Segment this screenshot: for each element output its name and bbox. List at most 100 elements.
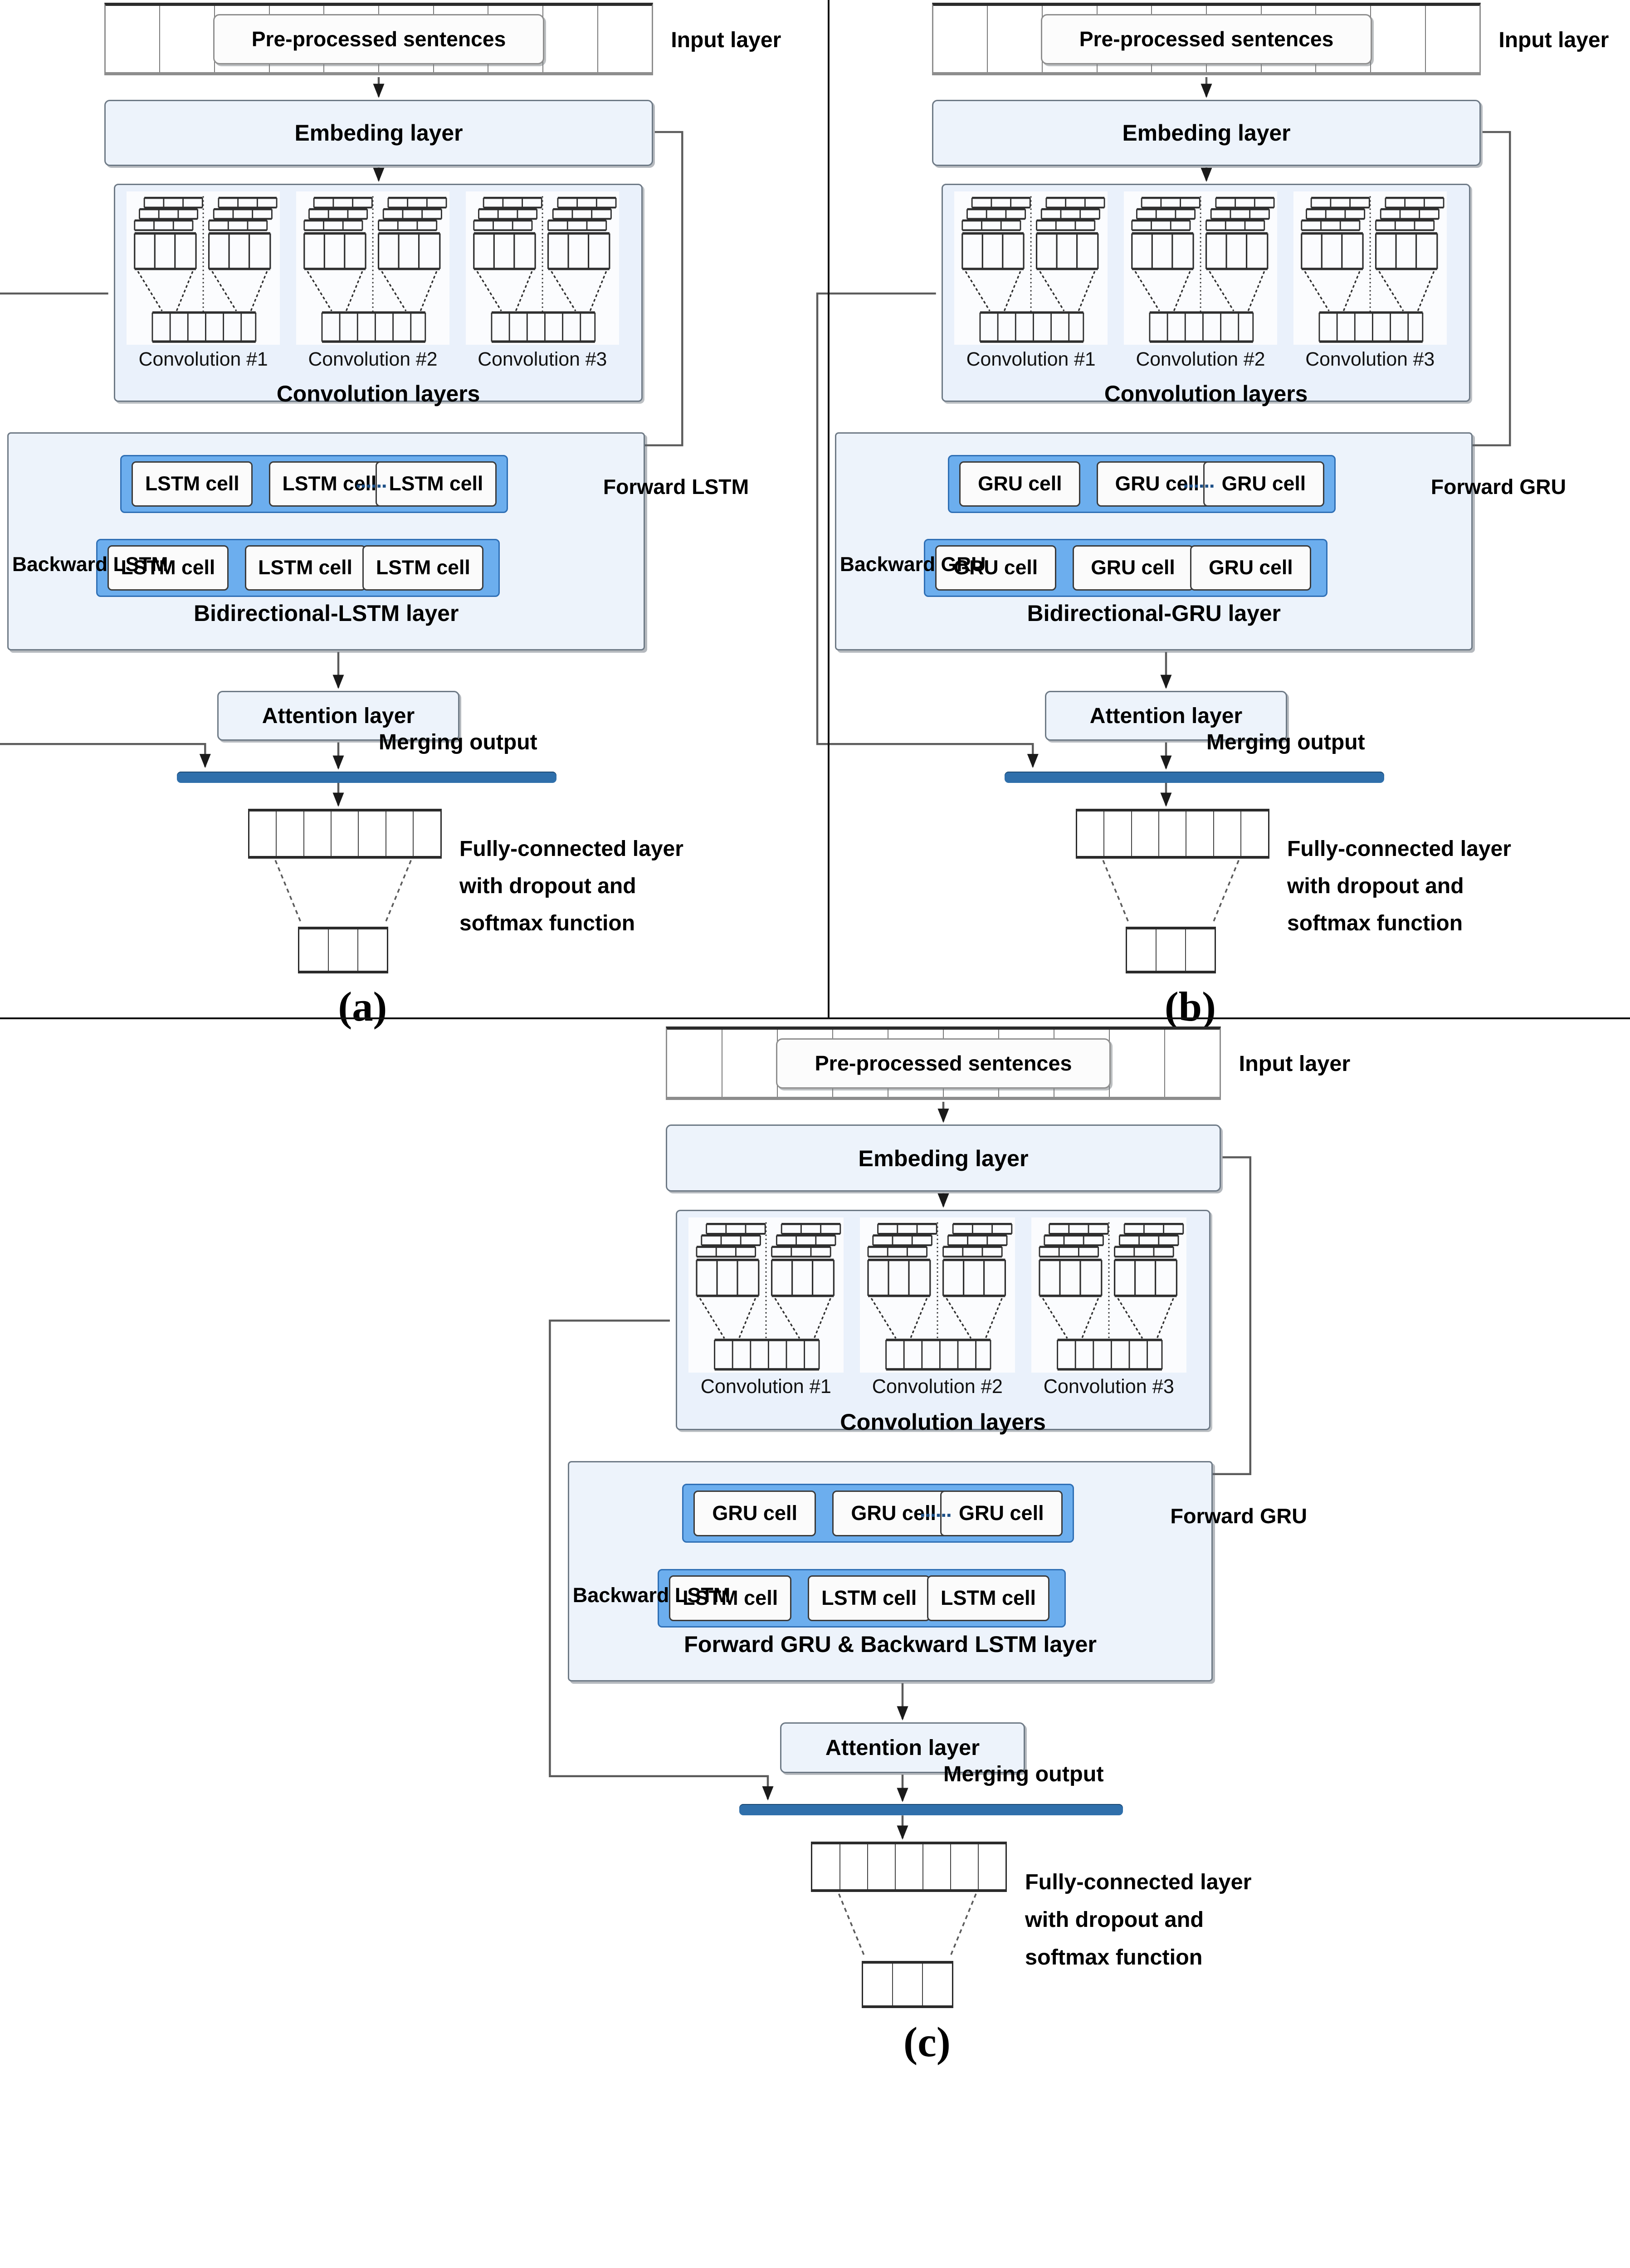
input-cell: [1165, 1030, 1220, 1097]
forward-direction-label: Forward LSTM: [603, 474, 749, 499]
fc-wide-cell: [1132, 811, 1159, 856]
fc-dashed-left: [1102, 860, 1130, 924]
fc-wide-cell: [1159, 811, 1187, 856]
fc-wide-row: [811, 1841, 1007, 1892]
backward-cell-3: LSTM cell: [927, 1575, 1049, 1621]
fc-narrow-cell: [923, 1964, 952, 2005]
fc-label-line-3: softmax function: [459, 910, 635, 935]
backward-cell-1: LSTM cell: [107, 545, 229, 591]
fc-wide-cell: [1077, 811, 1105, 856]
panel-caption: (b): [1164, 984, 1216, 1031]
fc-dashed-right: [384, 860, 412, 924]
fc-label-line-1: Fully-connected layer: [459, 836, 683, 861]
fc-label-line-2: with dropout and: [1287, 874, 1464, 899]
backward-cell-3: GRU cell: [1190, 545, 1312, 591]
convolution-block-label: Convolution #2: [872, 1376, 1003, 1398]
forward-ellipsis: ▪▪▪▪▪▪: [920, 1508, 952, 1522]
input-cell: [933, 6, 988, 73]
fc-wide-row: [248, 808, 442, 859]
fc-wide-cell: [812, 1844, 840, 1890]
merging-output-label: Merging output: [943, 1762, 1104, 1787]
input-tag-box: Pre-processed sentences: [1041, 14, 1372, 64]
fc-narrow-cell: [863, 1963, 893, 2005]
forward-cell-1: GRU cell: [693, 1490, 816, 1536]
panel-caption: (a): [338, 984, 387, 1031]
attention-layer-box: Attention layer: [217, 690, 459, 741]
fc-dashed-right: [949, 1893, 977, 1958]
backward-direction-label: Backward LSTM: [12, 553, 168, 576]
conv-skip-connection: [0, 292, 211, 768]
convolution-block-label: Convolution #1: [700, 1376, 831, 1398]
backward-cell-2: LSTM cell: [244, 545, 366, 591]
feature-map-sketch: [473, 196, 617, 343]
fc-wide-cell: [896, 1844, 923, 1890]
backward-direction-label: Backward LSTM: [572, 1584, 731, 1607]
fc-label-line-3: softmax function: [1287, 910, 1463, 935]
fc-wide-cell: [1186, 811, 1214, 856]
fc-narrow-cell: [358, 929, 387, 971]
fc-narrow-row: [862, 1960, 953, 2008]
feature-map-sketch: [1131, 196, 1275, 343]
input-cell: [988, 6, 1043, 73]
fc-wide-cell: [840, 1844, 868, 1890]
input-cell: [543, 6, 598, 73]
conv-skip-connection: [816, 292, 1039, 768]
fc-wide-cell: [359, 811, 386, 856]
fc-label-line-2: with dropout and: [1025, 1907, 1204, 1932]
convolution-block: [954, 191, 1108, 345]
fc-wide-cell: [1104, 811, 1132, 856]
fc-label-line-1: Fully-connected layer: [1025, 1870, 1252, 1894]
forward-cell-1: LSTM cell: [132, 461, 253, 507]
input-cell: [160, 6, 215, 73]
conv-skip-connection: [549, 1320, 774, 1801]
merging-output-bar: [1005, 771, 1384, 783]
feature-map-sketch: [1039, 1222, 1184, 1371]
input-cell: [1110, 1030, 1165, 1097]
feature-map-sketch: [1300, 196, 1445, 343]
input-tag-box: Pre-processed sentences: [213, 14, 544, 64]
embedding-layer-box: Embeding layer: [104, 99, 654, 166]
merging-output-bar: [177, 771, 556, 783]
fc-wide-cell: [1241, 811, 1268, 856]
fc-wide-cell: [414, 811, 440, 856]
convolution-block: [296, 191, 450, 345]
fc-wide-cell: [923, 1844, 952, 1890]
forward-cell-2: GRU cell: [832, 1490, 955, 1536]
convolution-block: [1293, 191, 1447, 345]
panel-divider-vertical: [828, 0, 830, 1018]
input-layer-label: Input layer: [671, 27, 781, 52]
backward-cell-3: LSTM cell: [362, 545, 484, 591]
feature-map-sketch: [134, 196, 278, 343]
fc-wide-cell: [1214, 811, 1242, 856]
fc-narrow-cell: [1186, 929, 1215, 971]
merging-output-bar: [739, 1804, 1123, 1816]
backward-direction-label: Backward GRU: [839, 553, 986, 576]
convolution-block: [688, 1217, 844, 1373]
forward-cell-1: GRU cell: [959, 461, 1081, 507]
convolution-layers-title: Convolution layers: [1104, 381, 1308, 406]
convolution-block: [465, 191, 619, 345]
fc-wide-cell: [386, 811, 414, 856]
fc-wide-cell: [304, 811, 332, 856]
convolution-block: [127, 191, 280, 345]
convolution-block: [1031, 1217, 1186, 1373]
feature-map-sketch: [961, 196, 1105, 343]
fc-narrow-cell: [299, 929, 329, 971]
convolution-block-label: Convolution #2: [1136, 348, 1265, 370]
input-layer-label: Input layer: [1498, 27, 1609, 52]
convolution-block-label: Convolution #2: [308, 348, 438, 370]
forward-cell-3: GRU cell: [940, 1490, 1063, 1536]
embedding-layer-box: Embeding layer: [932, 99, 1481, 166]
backward-cell-1: LSTM cell: [669, 1575, 792, 1621]
fc-label-line-2: with dropout and: [459, 874, 636, 899]
convolution-layers-title: Convolution layers: [276, 381, 480, 406]
input-cell: [667, 1030, 722, 1097]
input-tag-box: Pre-processed sentences: [776, 1038, 1111, 1089]
fc-label-line-3: softmax function: [1025, 1945, 1203, 1970]
fc-narrow-cell: [893, 1963, 923, 2005]
fc-dashed-left: [838, 1893, 866, 1958]
fc-narrow-cell: [1157, 929, 1186, 971]
